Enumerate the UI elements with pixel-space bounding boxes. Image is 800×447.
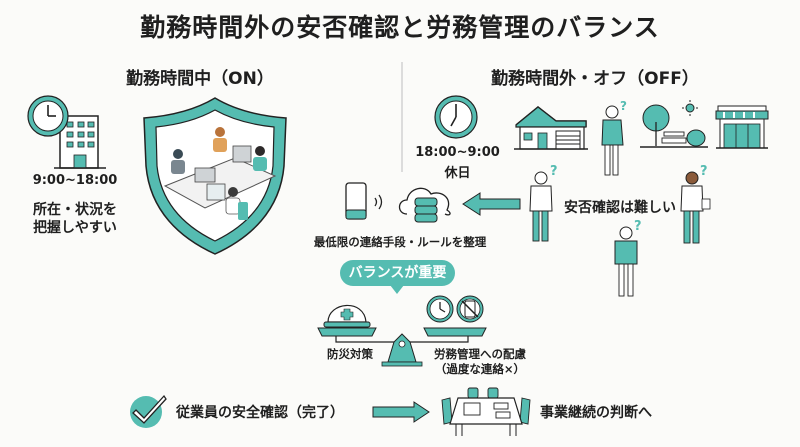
confused-person-icon: ?: [528, 164, 562, 245]
check-circle-icon: [128, 388, 170, 430]
svg-text:?: ?: [620, 99, 627, 113]
balance-left-label: 防災対策: [327, 347, 373, 361]
on-hours: 9:00~18:00: [32, 173, 118, 188]
on-section-heading: 勤務時間中（ON）: [126, 69, 274, 89]
meeting-table-icon: [438, 386, 534, 438]
balance-right-label-line1: 労務管理への配慮: [434, 347, 526, 361]
difficulty-label: 安否確認は難しい: [564, 200, 676, 216]
smartphone-icon: [345, 182, 367, 220]
cloud-database-icon: [397, 182, 455, 224]
off-days: 休日: [444, 166, 471, 181]
office-building-icon: [54, 115, 106, 169]
on-note-line2: 把握しやすい: [33, 220, 117, 236]
arrow-right-icon: [372, 401, 430, 423]
no-phone-icon: [456, 295, 484, 323]
bottom-step2: 事業継続の判断へ: [540, 405, 652, 421]
svg-text:?: ?: [700, 164, 708, 179]
svg-text:?: ?: [550, 164, 558, 179]
sun-icon: [682, 100, 698, 116]
svg-text:?: ?: [634, 219, 642, 234]
arrow-left-icon: [462, 192, 522, 216]
balance-badge: バランスが重要: [340, 260, 455, 286]
store-icon: [715, 104, 769, 150]
house-icon: [514, 105, 588, 151]
scale-icon: [317, 292, 488, 367]
signal-waves-icon: [373, 194, 385, 210]
park-icon: [640, 100, 708, 150]
balance-right-label-line2: （過度な連絡×）: [434, 362, 526, 376]
on-note-line1: 所在・状況を: [33, 202, 117, 218]
clock-icon: [426, 295, 454, 323]
page-title: 勤務時間外の安否確認と労務管理のバランス: [140, 13, 660, 42]
confused-person-icon: ?: [610, 219, 650, 300]
clock-building-icon: [26, 94, 116, 174]
office-shield-illustration: [140, 96, 290, 256]
hard-hat-icon: [323, 304, 371, 328]
contact-flow-label: 最低限の連絡手段・ルールを整理: [313, 235, 487, 249]
clock-icon: [27, 95, 69, 137]
section-divider: [401, 62, 403, 172]
off-hours: 18:00~9:00: [415, 145, 500, 160]
off-section-heading: 勤務時間外・オフ（OFF）: [491, 69, 699, 89]
badge-tail: [390, 285, 404, 294]
clock-icon: [433, 94, 479, 140]
confused-person-icon: ?: [676, 164, 716, 247]
person-on-phone-icon: ?: [598, 99, 632, 180]
bottom-step1: 従業員の安全確認（完了）: [176, 405, 344, 421]
